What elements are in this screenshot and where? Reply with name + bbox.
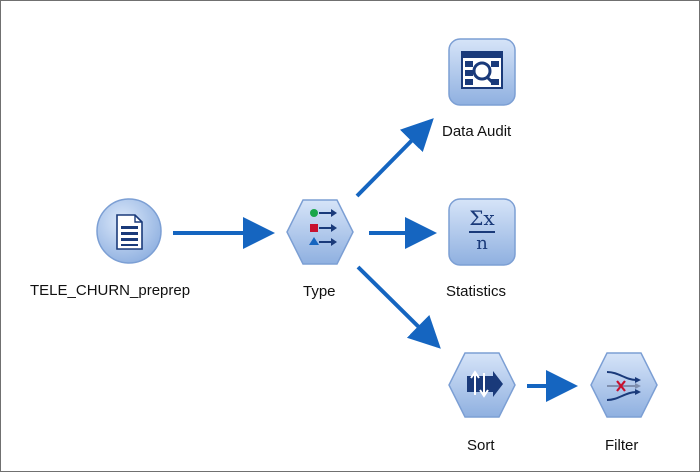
type-node-label: Type [303,283,336,300]
node-source[interactable] [95,197,165,267]
filter-node-label: Filter [605,437,639,454]
filter-icon [606,371,641,401]
data-audit-node-label: Data Audit [442,123,512,140]
link-type-to-sort [356,265,441,349]
sort-icon [467,370,503,398]
node-sort[interactable] [447,350,519,422]
statistics-icon: Σx n [447,197,517,267]
link-type-to-data-audit [355,118,434,198]
node-type[interactable] [285,197,357,269]
statistics-node-shape [448,198,516,266]
source-node-label: TELE_CHURN_preprep [30,282,191,299]
node-data-audit[interactable] [447,37,519,109]
statistics-glyph-top: Σx [469,206,495,230]
data-audit-icon [461,51,503,89]
node-statistics[interactable]: Σx n [447,197,519,269]
file-source-icon [116,214,143,250]
type-node-icon [309,209,337,246]
statistics-glyph-bottom: n [476,233,488,254]
sort-node-label: Sort [467,437,495,454]
node-filter[interactable] [589,350,661,422]
statistics-node-label: Statistics [446,283,507,300]
type-node-shape [286,199,354,265]
